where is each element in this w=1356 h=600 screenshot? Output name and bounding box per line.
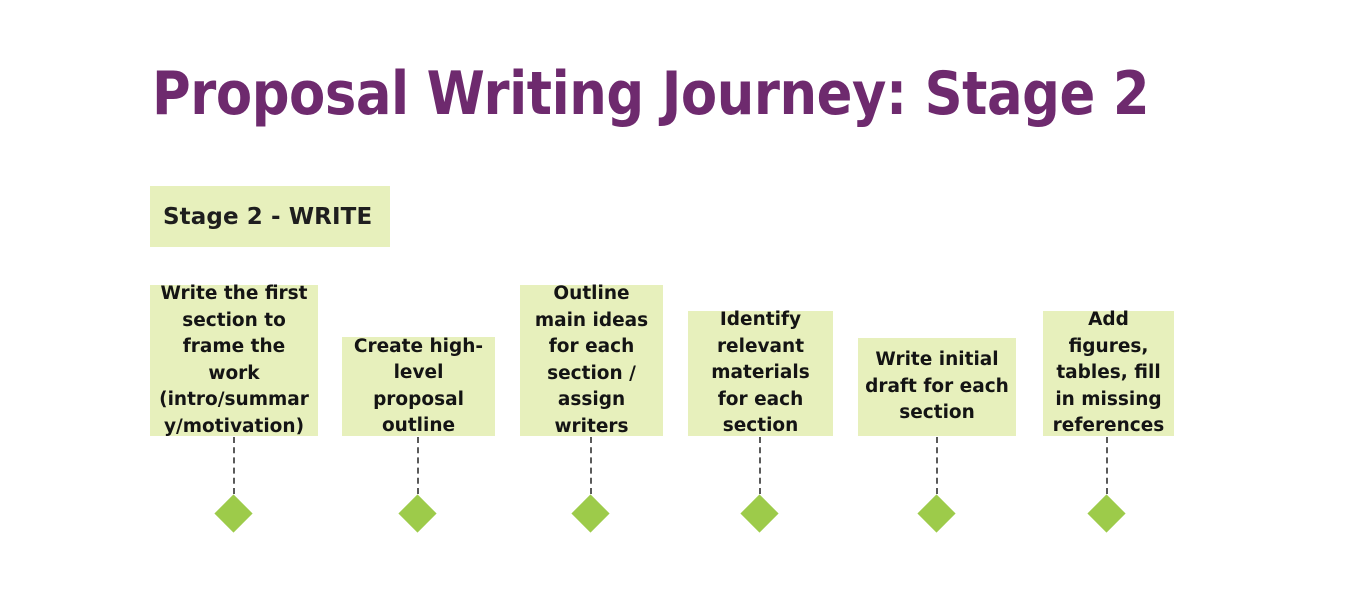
step-label-1: Write the first section to frame the wor…	[159, 283, 309, 437]
step-label-2: Create high-level proposal outline	[353, 335, 484, 437]
diamond-marker-3	[571, 494, 610, 533]
step-box-1[interactable]: Write the first section to frame the wor…	[150, 283, 318, 437]
step-label-5: Write initial draft for each section	[865, 349, 1009, 424]
step-label-3: Outline main ideas for each section / as…	[534, 283, 649, 437]
diamond-marker-6	[1087, 494, 1126, 533]
step-connector-6	[1106, 437, 1108, 494]
diamond-marker-4	[740, 494, 779, 533]
step-box-5[interactable]: Write initial draft for each section	[858, 338, 1016, 436]
stage-label-box: Stage 2 - WRITE	[150, 186, 390, 247]
step-box-4[interactable]: Identify relevant materials for each sec…	[688, 309, 833, 436]
step-connector-3	[590, 437, 592, 494]
step-box-3[interactable]: Outline main ideas for each section / as…	[520, 283, 663, 437]
step-connector-1	[233, 437, 235, 494]
step-connector-4	[759, 437, 761, 494]
diamond-marker-5	[917, 494, 956, 533]
stage-label-text: Stage 2 - WRITE	[163, 203, 373, 230]
step-connector-5	[936, 437, 938, 494]
step-box-6[interactable]: Add figures, tables, fill in missing ref…	[1043, 309, 1174, 436]
diamond-marker-2	[398, 494, 437, 533]
step-box-2[interactable]: Create high-level proposal outline	[342, 336, 495, 436]
step-connector-2	[417, 437, 419, 494]
diamond-marker-1	[214, 494, 253, 533]
page-title: Proposal Writing Journey: Stage 2	[152, 59, 1150, 129]
step-label-4: Identify relevant materials for each sec…	[711, 309, 810, 437]
step-label-6: Add figures, tables, fill in missing ref…	[1052, 309, 1165, 437]
